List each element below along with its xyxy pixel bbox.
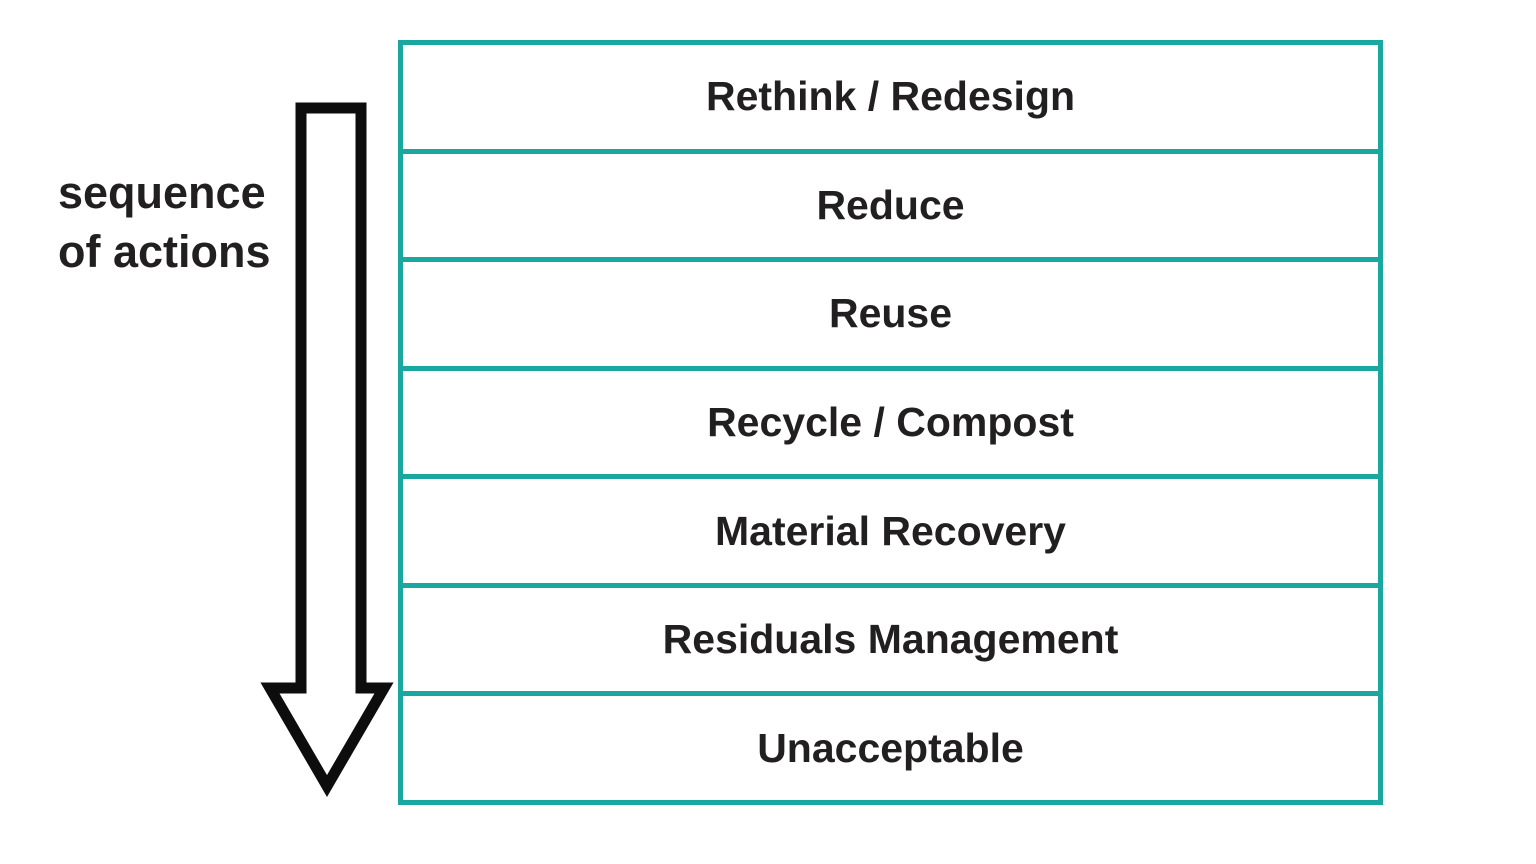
table-row-residuals-management: Residuals Management (403, 587, 1378, 697)
sequence-of-actions-line1: sequence (58, 167, 266, 218)
sequence-of-actions-line2: of actions (58, 226, 271, 278)
row-label: Recycle / Compost (707, 399, 1074, 446)
row-label: Residuals Management (662, 616, 1119, 663)
sequence-of-actions-label: sequence of actions (58, 163, 271, 282)
actions-table: Rethink / Redesign Reduce Reuse Recycle … (398, 40, 1383, 805)
table-row-unacceptable: Unacceptable (403, 696, 1378, 801)
table-row-recycle-compost: Recycle / Compost (403, 370, 1378, 480)
table-row-rethink-redesign: Rethink / Redesign (403, 45, 1378, 154)
table-row-reuse: Reuse (403, 262, 1378, 371)
table-row-material-recovery: Material Recovery (403, 479, 1378, 588)
row-label: Rethink / Redesign (705, 73, 1076, 120)
row-label: Reuse (828, 290, 953, 337)
row-label: Unacceptable (757, 724, 1024, 771)
row-label: Reduce (816, 181, 965, 228)
table-row-reduce: Reduce (403, 153, 1378, 263)
row-label: Material Recovery (715, 507, 1066, 554)
